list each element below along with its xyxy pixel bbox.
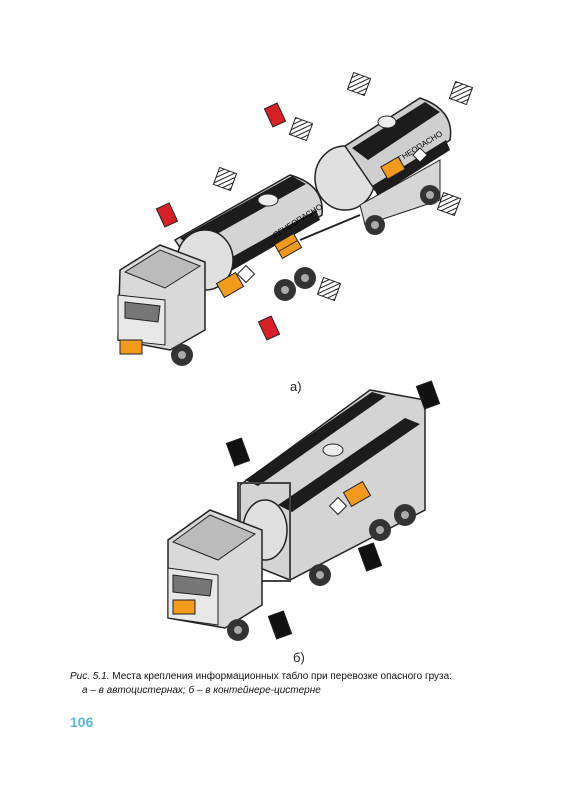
caption-subtitle: а – в автоцистернах; б – в контейнере-ци… (82, 685, 321, 696)
truck-hazard-diamond (236, 264, 256, 284)
figure-b-label: б) (293, 650, 305, 665)
red-placard (155, 102, 287, 341)
trailer-orange-plate (380, 156, 406, 180)
caption-prefix: Рис. 5.1. (70, 671, 110, 682)
figure-b-tank-container-illustration (167, 380, 441, 641)
black-placard (225, 380, 441, 640)
cab-b-front-orange-plate (172, 599, 196, 615)
hatched-placard (212, 71, 474, 302)
figure-a-tank-truck-illustration: ОГНЕОПАСНО ОГНЕОПАСНО (117, 71, 474, 366)
figure-a-label: а) (290, 379, 302, 394)
truck-cab (117, 244, 206, 366)
caption-title: Места крепления информационных табло при… (112, 671, 452, 682)
figure-caption: Рис. 5.1. Места крепления информационных… (70, 670, 510, 698)
container-orange-plate (342, 480, 372, 508)
truck-tank: ОГНЕОПАСНО (173, 174, 324, 301)
truck-rear-orange-plate (215, 271, 245, 299)
page-number: 106 (70, 714, 94, 730)
cab-front-orange-plate (119, 339, 143, 355)
tank-container (237, 389, 426, 586)
trailer-tank: ОГНЕОПАСНО (314, 97, 452, 235)
container-hazard-diamond (328, 496, 348, 516)
truck-side-orange-plate (273, 232, 303, 260)
drawbar (299, 214, 361, 241)
truck-cab-b (167, 509, 263, 641)
trailer-hazard-diamond (412, 147, 428, 163)
